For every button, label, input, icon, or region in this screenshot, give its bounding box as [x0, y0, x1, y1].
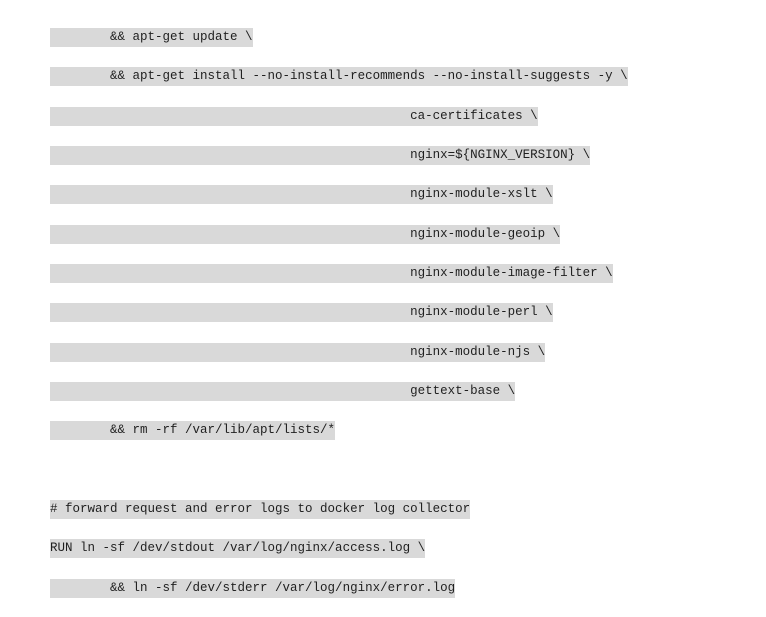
- code-line: nginx-module-xslt \: [5, 166, 766, 205]
- code-line: RUN ln -sf /dev/stdout /var/log/nginx/ac…: [5, 520, 766, 559]
- code-line: && apt-get update \: [5, 9, 766, 47]
- code-line-text: RUN ln -sf /dev/stdout /var/log/nginx/ac…: [50, 539, 426, 559]
- code-line: nginx=${NGINX_VERSION} \: [5, 127, 766, 165]
- code-line-text: gettext-base \: [50, 381, 516, 401]
- code-line-text: ca-certificates \: [50, 106, 538, 126]
- code-line: # forward request and error logs to dock…: [5, 481, 766, 519]
- dockerfile-code-block: && apt-get update \ && apt-get install -…: [5, 9, 766, 598]
- code-line: nginx-module-perl \: [5, 284, 766, 323]
- code-line-text: nginx=${NGINX_VERSION} \: [50, 145, 591, 165]
- code-line: && rm -rf /var/lib/apt/lists/*: [5, 402, 766, 441]
- code-line-text: && ln -sf /dev/stderr /var/log/nginx/err…: [50, 578, 456, 598]
- code-line-text: nginx-module-geoip \: [50, 224, 561, 244]
- code-line-text: # forward request and error logs to dock…: [50, 499, 471, 519]
- code-line: [5, 442, 766, 461]
- code-line: nginx-module-geoip \: [5, 206, 766, 244]
- code-line-text: nginx-module-xslt \: [50, 185, 553, 205]
- code-line: && apt-get install --no-install-recommen…: [5, 48, 766, 87]
- code-line: && ln -sf /dev/stderr /var/log/nginx/err…: [5, 560, 766, 598]
- code-line: nginx-module-njs \: [5, 324, 766, 362]
- code-line: nginx-module-image-filter \: [5, 245, 766, 283]
- code-line-text: nginx-module-image-filter \: [50, 263, 613, 283]
- code-line-text: nginx-module-perl \: [50, 303, 553, 323]
- code-line: ca-certificates \: [5, 88, 766, 126]
- code-line-text: && apt-get install --no-install-recommen…: [50, 67, 628, 87]
- code-line-text: nginx-module-njs \: [50, 342, 546, 362]
- code-line-text: && apt-get update \: [50, 28, 253, 47]
- code-line: gettext-base \: [5, 363, 766, 401]
- code-line-text: && rm -rf /var/lib/apt/lists/*: [50, 421, 336, 441]
